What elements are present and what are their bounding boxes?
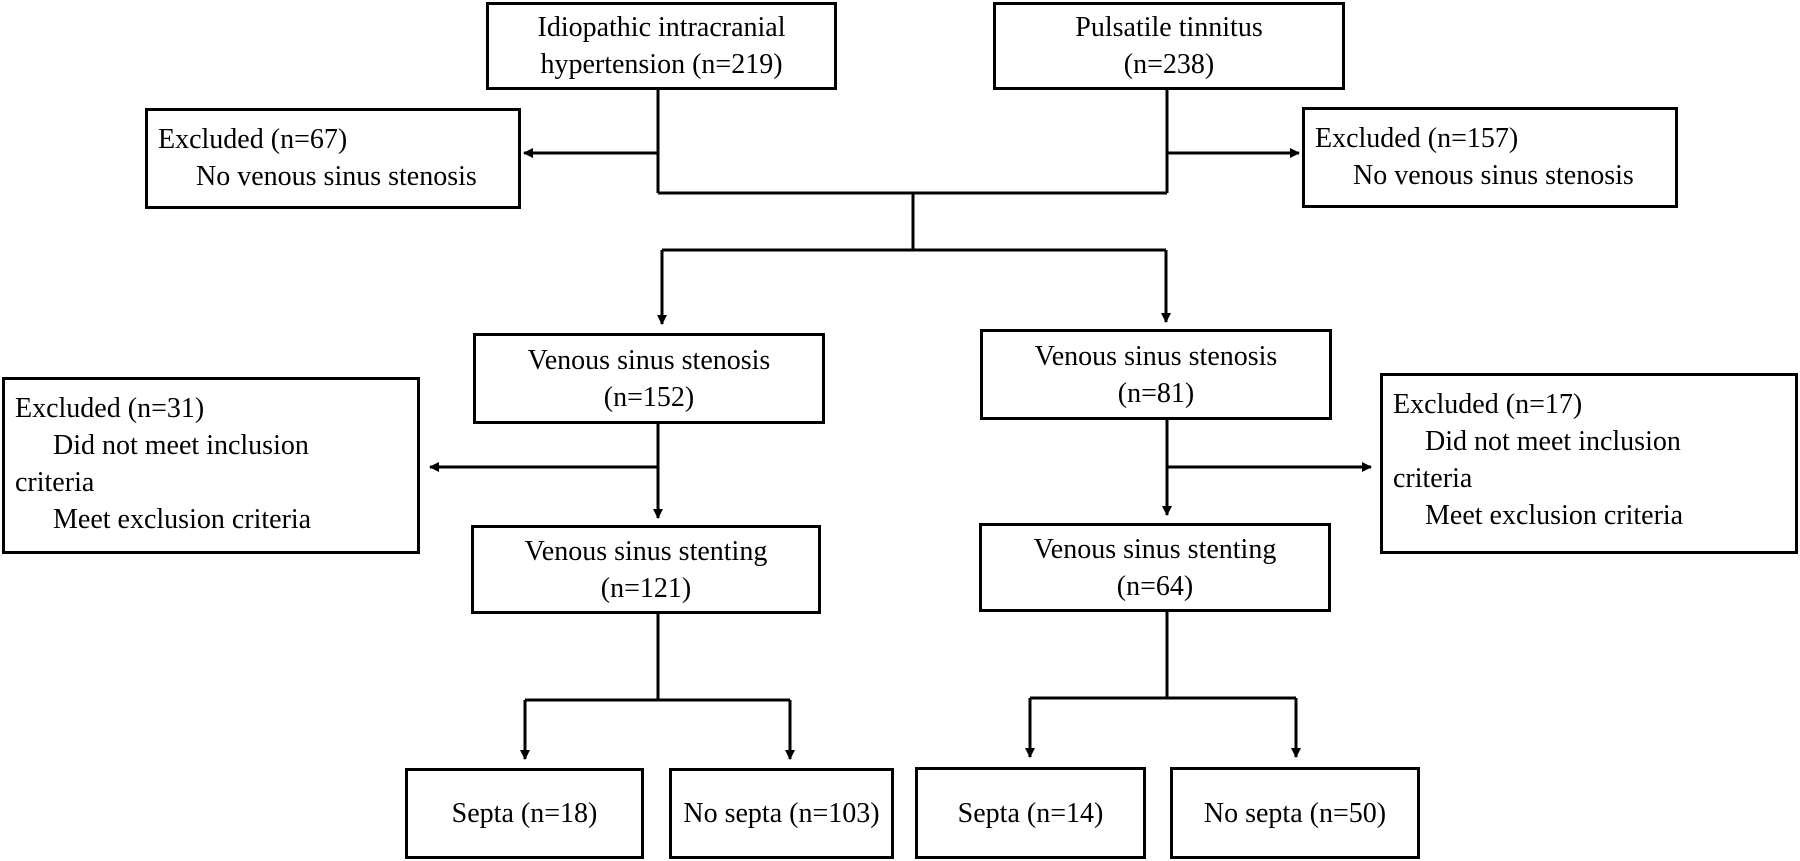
septa-right-label: Septa (n=14) xyxy=(957,797,1104,829)
excluded-right-title: Excluded (n=17) xyxy=(1393,389,1583,420)
stenosis-left-box: Venous sinus stenosis (n=152) xyxy=(473,333,825,424)
stenosis-right-line2: (n=81) xyxy=(1117,377,1195,409)
excluded-right-reason2: Meet exclusion criteria xyxy=(1425,500,1684,531)
stenting-left-line2: (n=121) xyxy=(600,572,692,604)
nosepta-left-label: No septa (n=103) xyxy=(683,798,880,829)
excluded-left-reason1a: Did not meet inclusion xyxy=(53,430,309,461)
excluded-left-reason2: Meet exclusion criteria xyxy=(53,504,312,535)
excluded-right-box: Excluded (n=17) Did not meet inclusion c… xyxy=(1380,373,1798,554)
source-pt-box: Pulsatile tinnitus (n=238) xyxy=(993,2,1345,90)
septa-right-box: Septa (n=14) xyxy=(915,767,1146,859)
septa-left-box: Septa (n=18) xyxy=(405,768,644,859)
nosepta-left-box: No septa (n=103) xyxy=(669,768,894,859)
source-iih-box: Idiopathic intracranial hypertension (n=… xyxy=(486,2,837,90)
excluded-left-title: Excluded (n=31) xyxy=(15,393,205,424)
stenosis-right-line1: Venous sinus stenosis xyxy=(1034,340,1278,372)
stenosis-right-box: Venous sinus stenosis (n=81) xyxy=(980,329,1332,420)
excluded-iih-box: Excluded (n=67) No venous sinus stenosis xyxy=(145,108,521,209)
excluded-left-box: Excluded (n=31) Did not meet inclusion c… xyxy=(2,377,420,554)
stenting-right-line2: (n=64) xyxy=(1116,570,1194,602)
source-pt-line1: Pulsatile tinnitus xyxy=(1075,12,1263,43)
excluded-right-reason1b: criteria xyxy=(1393,463,1473,494)
stenting-right-line1: Venous sinus stenting xyxy=(1033,533,1277,565)
excluded-pt-box: Excluded (n=157) No venous sinus stenosi… xyxy=(1302,107,1678,208)
stenosis-left-line2: (n=152) xyxy=(603,381,695,413)
stenosis-left-line1: Venous sinus stenosis xyxy=(527,344,771,376)
excluded-pt-reason: No venous sinus stenosis xyxy=(1353,160,1634,191)
excluded-iih-reason: No venous sinus stenosis xyxy=(196,161,477,192)
excluded-pt-title: Excluded (n=157) xyxy=(1315,123,1519,154)
stenting-left-box: Venous sinus stenting (n=121) xyxy=(471,525,821,614)
source-iih-line2: hypertension (n=219) xyxy=(540,49,783,80)
source-iih-line1: Idiopathic intracranial xyxy=(537,12,786,43)
nosepta-right-box: No septa (n=50) xyxy=(1170,767,1420,859)
stenting-right-box: Venous sinus stenting (n=64) xyxy=(979,523,1331,612)
excluded-iih-title: Excluded (n=67) xyxy=(158,124,348,155)
excluded-left-reason1b: criteria xyxy=(15,467,95,498)
septa-left-label: Septa (n=18) xyxy=(451,798,598,829)
stenting-left-line1: Venous sinus stenting xyxy=(524,535,768,567)
source-pt-line2: (n=238) xyxy=(1123,49,1215,80)
nosepta-right-label: No septa (n=50) xyxy=(1203,797,1387,829)
excluded-right-reason1a: Did not meet inclusion xyxy=(1425,426,1681,457)
